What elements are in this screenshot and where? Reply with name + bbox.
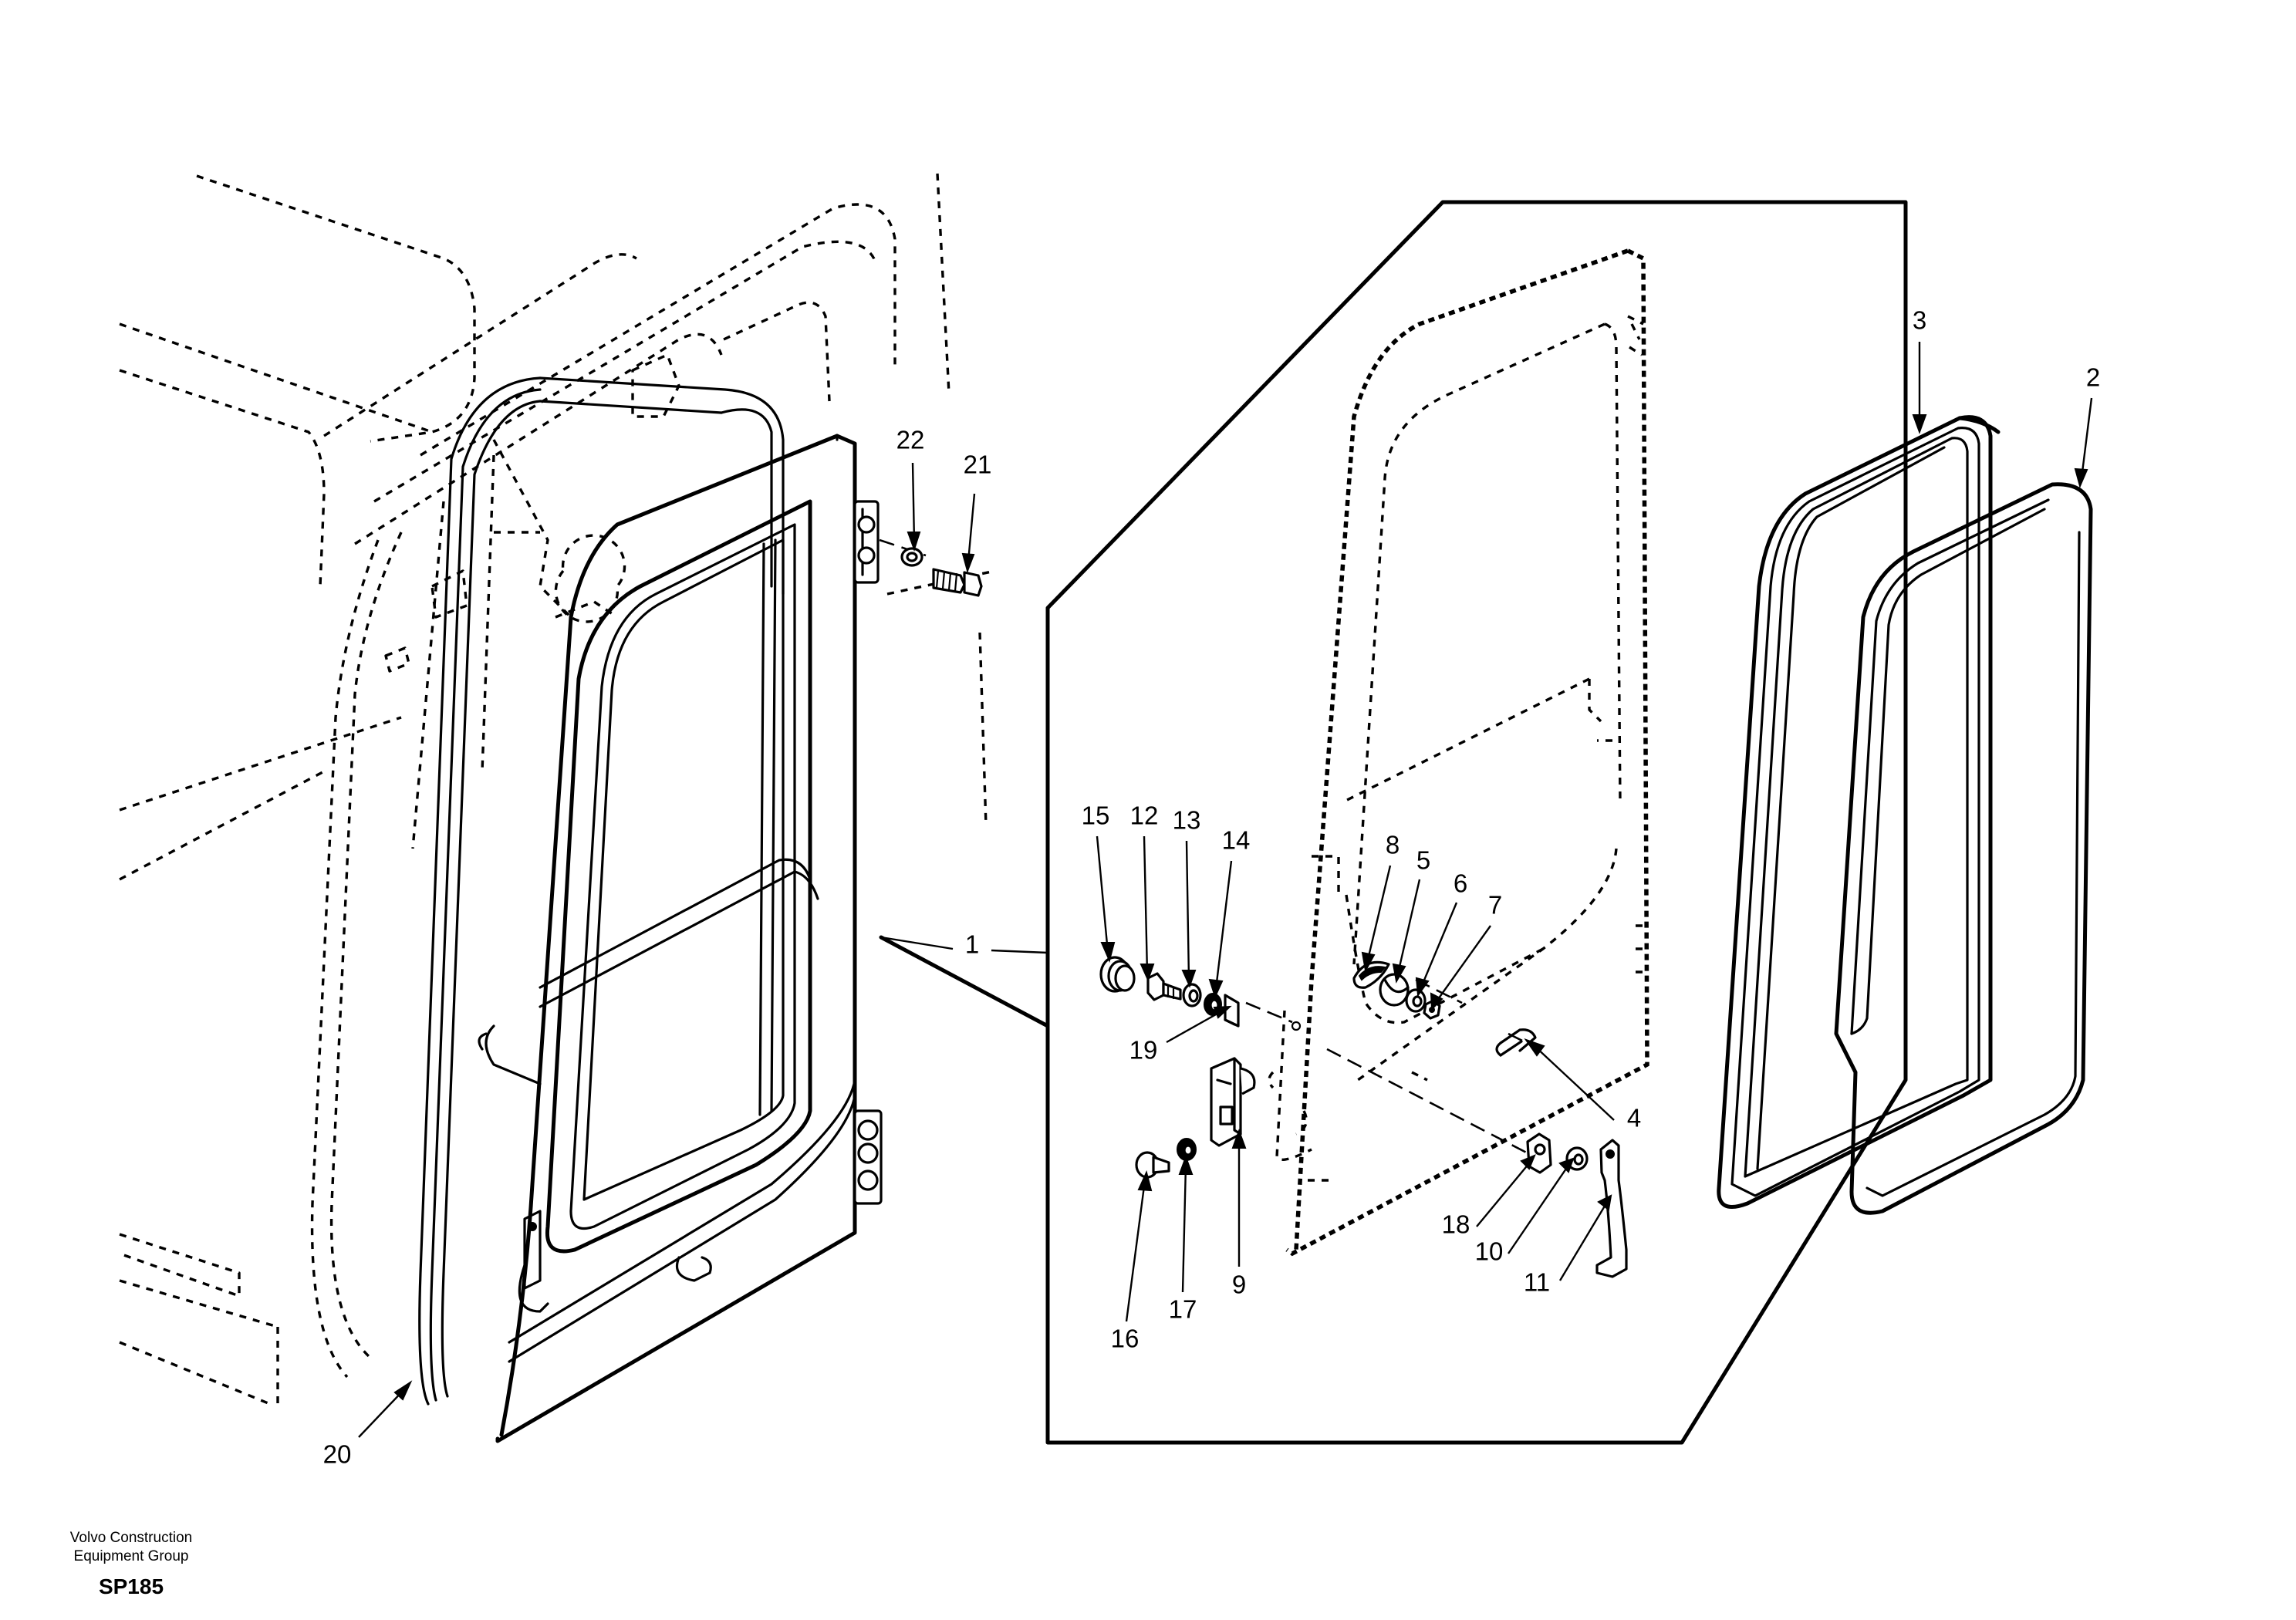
- callout-21: 21: [964, 451, 992, 479]
- company-name-line1: Volvo Construction: [69, 1530, 193, 1546]
- leader-21: [961, 493, 976, 574]
- leader-20: [358, 1380, 413, 1438]
- leader-9: [1231, 1129, 1247, 1267]
- part-15-cap: [1099, 956, 1136, 993]
- callout-15: 15: [1082, 802, 1110, 830]
- leader-11: [1558, 1194, 1612, 1281]
- callout-5: 5: [1416, 846, 1430, 875]
- callout-9: 9: [1232, 1271, 1246, 1299]
- leader-8: [1361, 865, 1392, 973]
- company-name-line2: Equipment Group: [73, 1548, 189, 1564]
- assembly-lines: [1245, 978, 1536, 1159]
- callout-11: 11: [1524, 1268, 1550, 1297]
- door-assembly: [478, 434, 883, 1443]
- callout-13: 13: [1173, 806, 1201, 835]
- leader-16: [1125, 1170, 1153, 1322]
- leader-13: [1181, 840, 1197, 988]
- leader-22: [907, 462, 921, 552]
- exploded-view-frame: [879, 200, 1908, 1445]
- company-name: Volvo Construction Equipment Group: [0, 1529, 262, 1566]
- part-17-washer: [1177, 1138, 1197, 1161]
- part-11-handle: [1595, 1139, 1628, 1278]
- callout-3: 3: [1913, 306, 1926, 335]
- part-3-seal: [1717, 415, 2001, 1209]
- part-6-washer: [1405, 988, 1427, 1013]
- callout-7: 7: [1488, 891, 1502, 920]
- leader-2: [2074, 397, 2093, 489]
- callout-12: 12: [1130, 802, 1159, 830]
- callout-2: 2: [2086, 363, 2100, 392]
- door-frame-dashed: [1268, 248, 1649, 1257]
- leader-3: [1912, 342, 1927, 434]
- leader-17: [1178, 1155, 1194, 1293]
- leader-19: [1166, 1005, 1232, 1044]
- callout-14: 14: [1222, 826, 1251, 855]
- part-4-clip: [1495, 1028, 1537, 1057]
- leader-5: [1392, 879, 1421, 984]
- callout-20: 20: [323, 1440, 352, 1469]
- part-2-glass: [1834, 482, 2093, 1215]
- callout-17: 17: [1169, 1295, 1197, 1324]
- leader-15: [1096, 835, 1116, 964]
- part-16-bolt: [1135, 1151, 1170, 1179]
- cab-outline: [119, 173, 996, 1406]
- leader-10: [1508, 1157, 1575, 1254]
- part-12-bolt: [1146, 972, 1182, 1001]
- leader-1: [880, 936, 1048, 954]
- part-13-washer: [1182, 983, 1202, 1007]
- leader-6: [1415, 902, 1458, 997]
- callout-19: 19: [1129, 1036, 1158, 1065]
- leader-12: [1140, 835, 1155, 982]
- hinge-fasteners: [879, 538, 983, 597]
- callout-18: 18: [1442, 1210, 1470, 1239]
- part-19-plate: [1224, 994, 1240, 1028]
- part-18-plate: [1526, 1132, 1552, 1174]
- leader-18: [1476, 1154, 1536, 1227]
- callout-16: 16: [1111, 1325, 1140, 1353]
- diagram-code: SP185: [98, 1574, 164, 1598]
- callout-6: 6: [1454, 869, 1467, 898]
- leader-7: [1430, 925, 1491, 1011]
- callout-4: 4: [1627, 1104, 1641, 1132]
- leader-14: [1208, 860, 1233, 999]
- leader-4: [1524, 1038, 1615, 1121]
- part-5-knob: [1379, 973, 1410, 1007]
- callout-1: 1: [965, 930, 979, 959]
- callout-8: 8: [1386, 831, 1400, 859]
- door-seal-20: [418, 376, 785, 1406]
- callout-10: 10: [1475, 1237, 1504, 1266]
- part-9-latch: [1210, 1057, 1256, 1147]
- callout-22: 22: [896, 426, 925, 454]
